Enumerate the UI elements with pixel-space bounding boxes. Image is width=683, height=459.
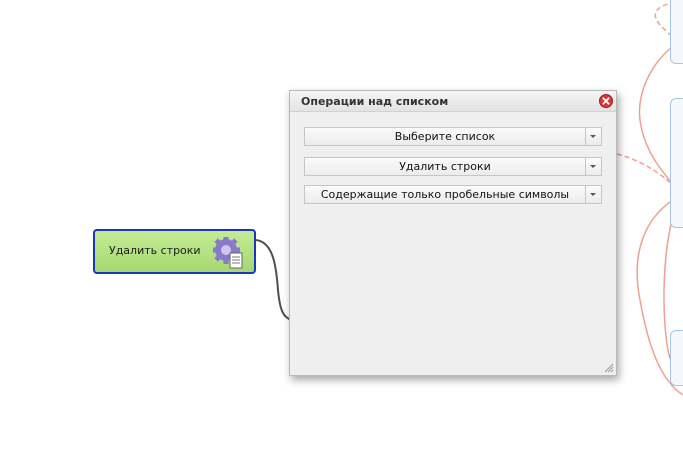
condition-select[interactable]: Содержащие только пробельные символы — [304, 185, 602, 204]
condition-select-dropdown-button[interactable] — [585, 186, 601, 203]
node-label: Удалить строки — [109, 244, 201, 257]
operation-select[interactable]: Удалить строки — [304, 157, 602, 176]
list-operations-dialog: Операции над списком Выберите список Уда… — [289, 90, 617, 376]
chevron-down-icon — [590, 193, 596, 196]
action-node-delete-rows[interactable]: Удалить строки — [93, 229, 256, 274]
gear-document-icon — [213, 237, 243, 269]
resize-grip-icon[interactable] — [602, 361, 614, 373]
chevron-down-icon — [590, 135, 596, 138]
side-block-bottom[interactable] — [670, 330, 683, 386]
list-select[interactable]: Выберите список — [304, 127, 602, 146]
dialog-header[interactable]: Операции над списком — [290, 91, 616, 112]
list-select-dropdown-button[interactable] — [585, 128, 601, 145]
operation-select-dropdown-button[interactable] — [585, 158, 601, 175]
chevron-down-icon — [590, 165, 596, 168]
node-connector — [255, 239, 293, 321]
side-link-dashed — [616, 153, 679, 191]
dialog-title: Операции над списком — [301, 95, 449, 108]
close-icon[interactable] — [599, 94, 613, 108]
side-link-1 — [638, 39, 683, 193]
list-select-value: Выберите список — [394, 130, 496, 143]
side-block-top[interactable] — [670, 0, 683, 64]
condition-select-value: Содержащие только пробельные символы — [320, 188, 570, 201]
operation-select-value: Удалить строки — [399, 160, 491, 173]
side-block-middle[interactable] — [670, 98, 683, 228]
side-link-3 — [636, 197, 683, 396]
